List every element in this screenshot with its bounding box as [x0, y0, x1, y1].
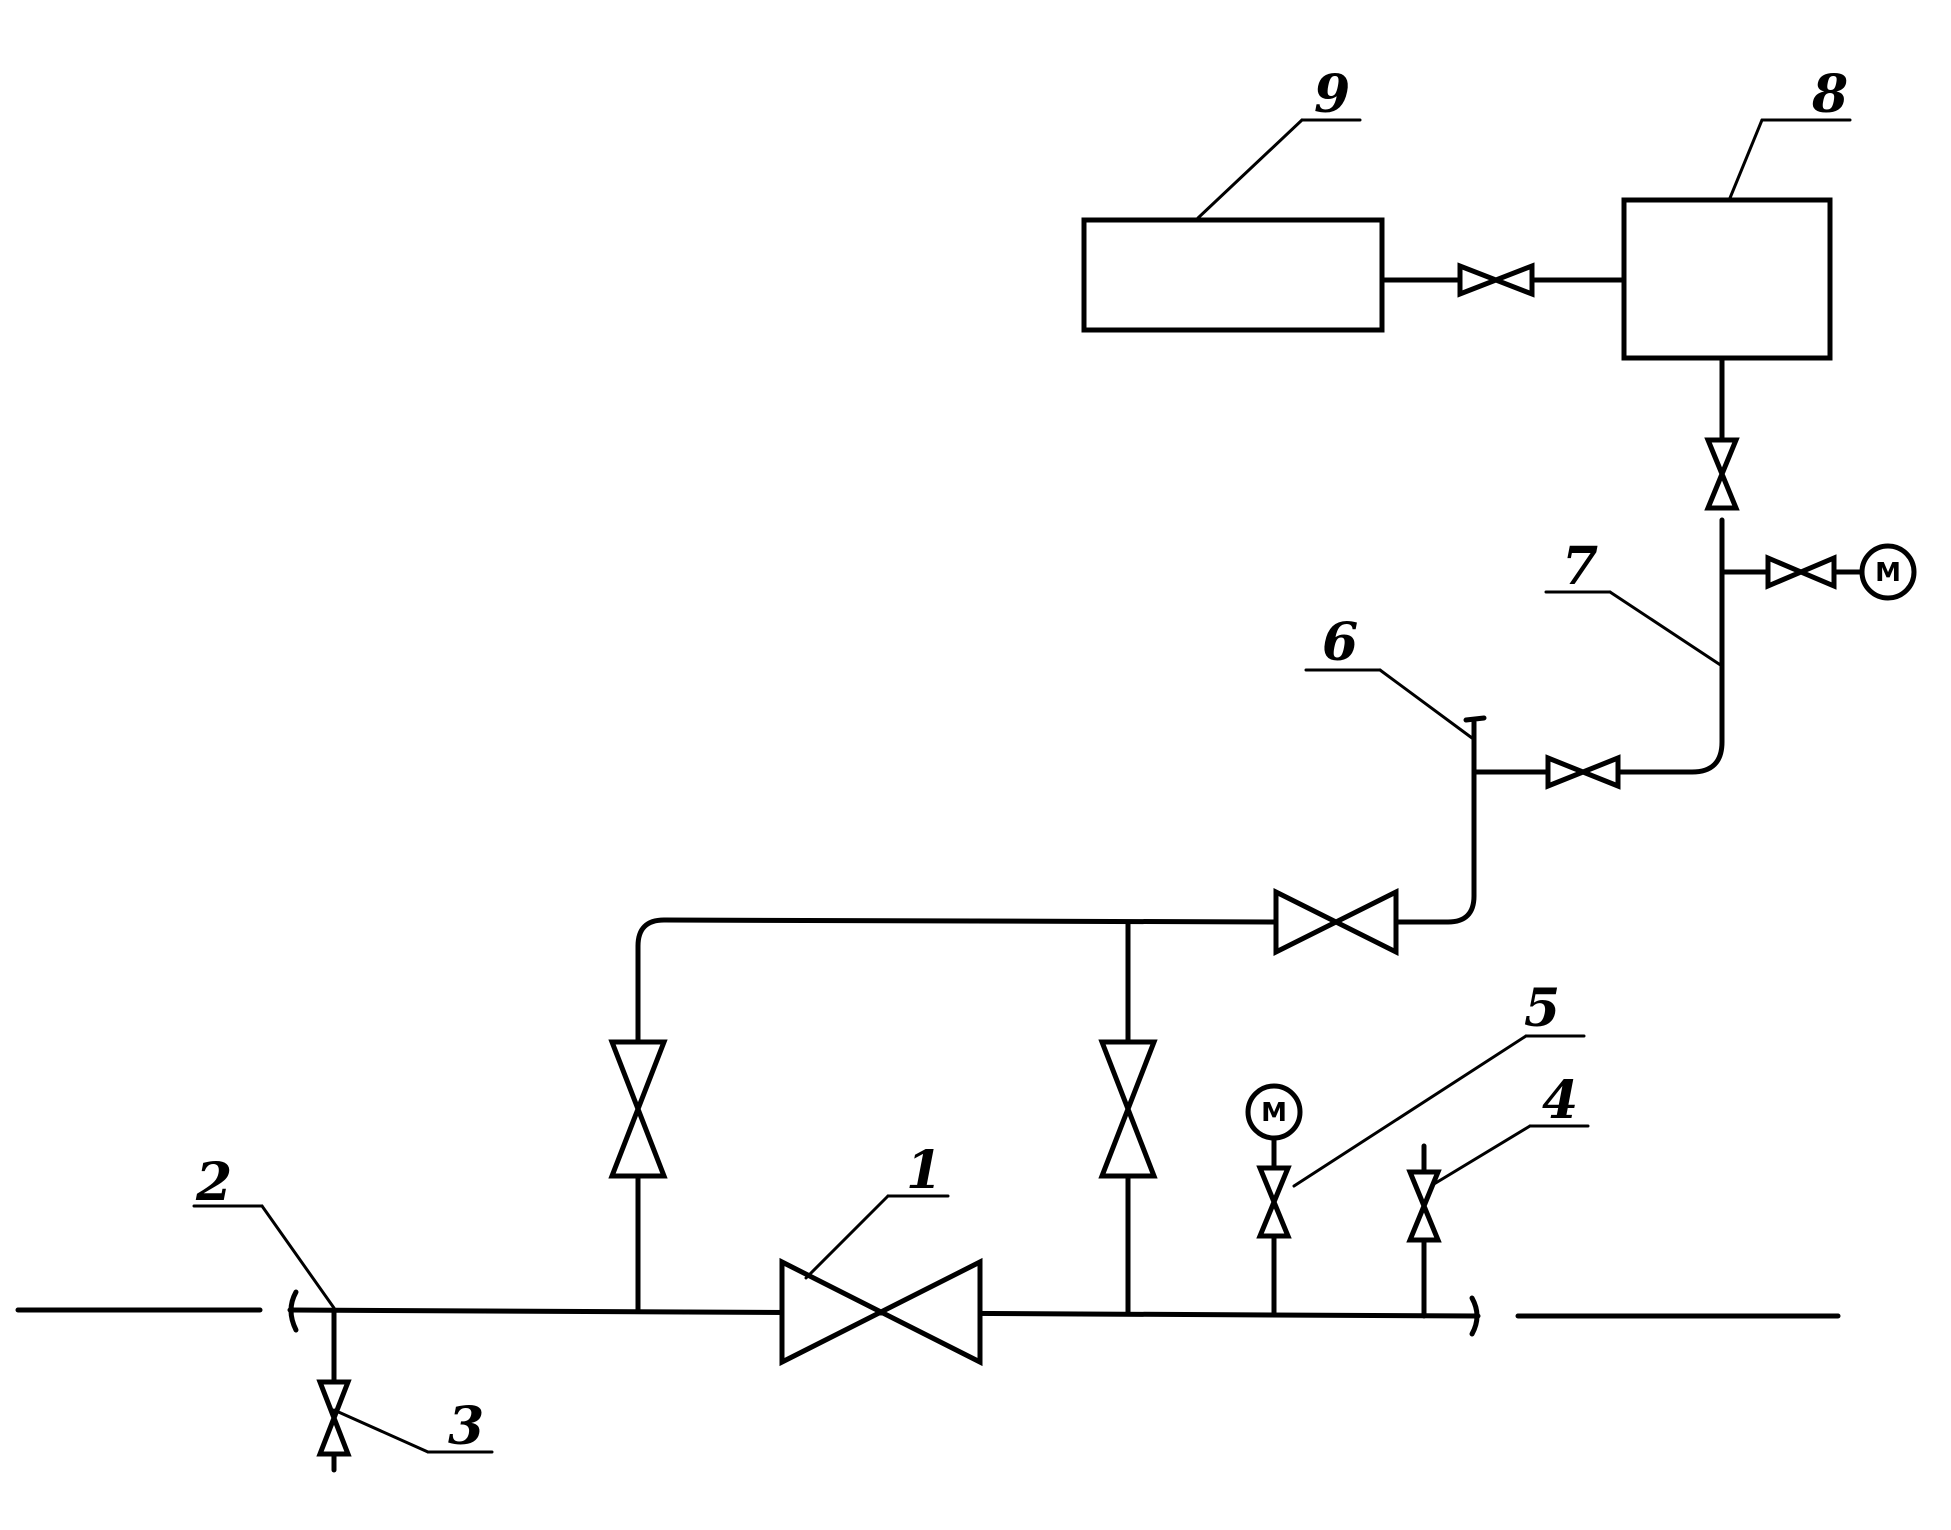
leader-lines: [192, 118, 1852, 1454]
vessel-outlet-valve: [1704, 437, 1740, 511]
line-to-manifold: [1471, 517, 1725, 790]
gauge-valve: [1256, 1165, 1292, 1239]
pressure-gauge-lower: [1245, 1083, 1303, 1141]
right-riser-valve: [1098, 1039, 1158, 1179]
manifold-inlet-valve: [1545, 754, 1621, 790]
label-6: 6: [1322, 612, 1358, 673]
vent-branch: [1406, 1143, 1442, 1319]
pressure-gauge-upper-letter: M: [1875, 558, 1901, 588]
pressure-gauge-upper: [1859, 543, 1917, 601]
vessel-link-valve: [1457, 262, 1535, 298]
label-1: 1: [906, 1140, 942, 1201]
left-bypass-riser: [608, 917, 1281, 1313]
label-2: 2: [195, 1152, 232, 1213]
upper-gauge-valve: [1765, 554, 1837, 590]
label-7: 7: [1562, 536, 1598, 597]
label-8: 8: [1811, 64, 1848, 125]
vessel-link: [1379, 262, 1627, 298]
right-riser: [1098, 919, 1158, 1315]
pressure-gauge-lower-letter: M: [1261, 1098, 1287, 1128]
drain-branch: [316, 1307, 352, 1473]
gauge-branch: M: [1245, 1083, 1303, 1317]
vent-stub: [1463, 715, 1487, 761]
label-3: 3: [448, 1396, 484, 1457]
vessel-8: [1621, 197, 1833, 361]
drain-valve: [316, 1379, 352, 1457]
vessel-9: [1081, 217, 1385, 333]
vent-valve: [1406, 1169, 1442, 1243]
label-9: 9: [1314, 64, 1350, 125]
main-valve: [779, 1257, 983, 1367]
left-bypass-valve: [608, 1039, 668, 1179]
upper-gauge-branch: M: [1719, 543, 1917, 601]
upper-line-valve: [1273, 887, 1399, 957]
label-4: 4: [1542, 1070, 1578, 1131]
label-5: 5: [1524, 978, 1560, 1039]
